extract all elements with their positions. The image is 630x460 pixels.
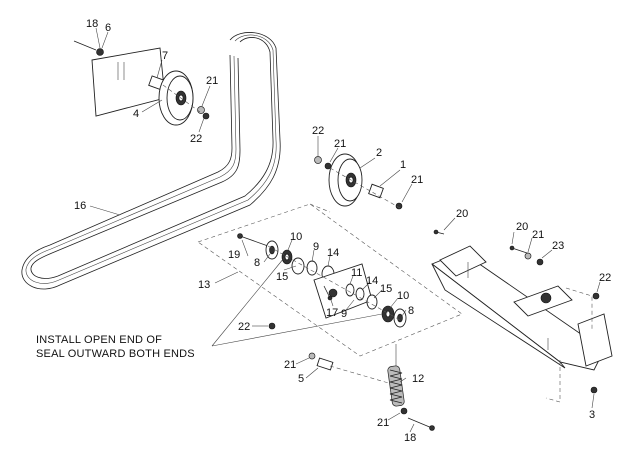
- install-note-line-1: INSTALL OPEN END OF: [36, 334, 162, 346]
- callout-17: 17: [326, 307, 338, 319]
- callout-22-top-left: 22: [190, 133, 202, 145]
- callout-21-lower: 21: [284, 359, 296, 371]
- callout-14-right: 14: [366, 275, 378, 287]
- lower-spring-assembly: [308, 344, 435, 431]
- callout-21-top-right: 21: [411, 174, 423, 186]
- idler-arm-frame: [197, 203, 463, 357]
- right-frame-rail: [431, 229, 613, 403]
- callout-6: 6: [105, 22, 111, 34]
- callout-8-left: 8: [254, 257, 260, 269]
- callout-10-right: 10: [397, 290, 409, 302]
- callout-8-right: 8: [408, 305, 414, 317]
- callout-23: 23: [552, 240, 564, 252]
- install-note-line-2: SEAL OUTWARD BOTH ENDS: [36, 348, 195, 360]
- callout-20-right: 20: [516, 221, 528, 233]
- callout-5: 5: [298, 373, 304, 385]
- callout-15-left: 15: [276, 271, 288, 283]
- callout-19: 19: [228, 249, 240, 261]
- callout-15-right: 15: [380, 283, 392, 295]
- callout-21-top-left: 21: [206, 75, 218, 87]
- callout-3: 3: [589, 409, 595, 421]
- callout-13: 13: [198, 279, 210, 291]
- callout-1: 1: [400, 159, 406, 171]
- callout-22-right: 22: [599, 272, 611, 284]
- callout-10-left: 10: [290, 231, 302, 243]
- callout-14-left: 14: [327, 247, 339, 259]
- callout-4: 4: [133, 108, 139, 120]
- callout-7: 7: [162, 50, 168, 62]
- idler-arm-components: [237, 233, 407, 330]
- callout-21-right: 21: [532, 229, 544, 241]
- callout-21-top-center: 21: [334, 138, 346, 150]
- callout-16: 16: [74, 200, 86, 212]
- callout-11: 11: [351, 267, 362, 279]
- drive-belt: [21, 32, 281, 290]
- callout-22-top-center: 22: [312, 125, 324, 137]
- callout-20-center: 20: [456, 208, 468, 220]
- callout-18-top: 18: [86, 18, 98, 30]
- callout-21-bottom: 21: [377, 417, 389, 429]
- callout-12: 12: [412, 373, 424, 385]
- idler-pulley-assembly: [314, 153, 403, 210]
- callout-2: 2: [376, 147, 382, 159]
- callout-9-right: 9: [341, 308, 347, 320]
- callout-9-left: 9: [313, 241, 319, 253]
- callout-18-bottom: 18: [404, 432, 416, 444]
- leader-lines: [89, 27, 601, 433]
- upper-left-bracket-assembly: [73, 40, 210, 126]
- callout-22-middle: 22: [238, 321, 250, 333]
